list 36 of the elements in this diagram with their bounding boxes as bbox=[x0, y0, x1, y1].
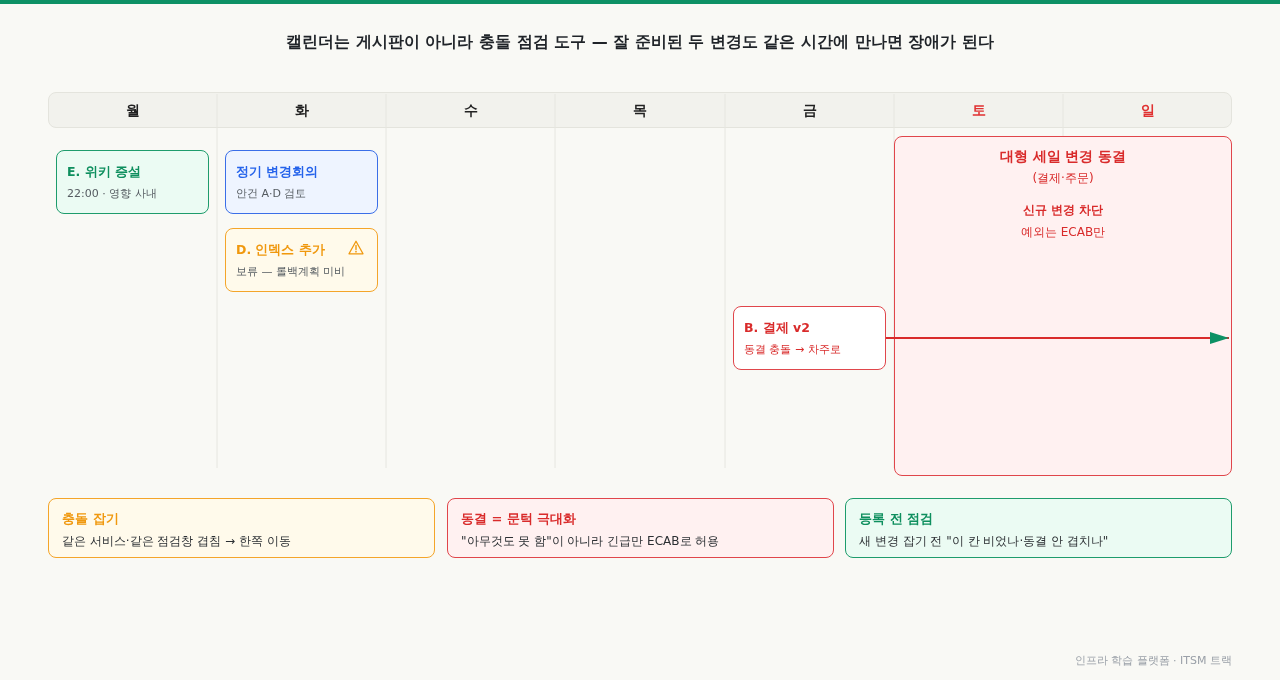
note-text: "아무것도 못 함"이 아니라 긴급만 ECAB로 허용 bbox=[461, 533, 720, 549]
day-header: 수 bbox=[463, 101, 478, 119]
freeze-zone bbox=[894, 136, 1232, 476]
arrow bbox=[885, 332, 1230, 344]
note-title: 동결 = 문턱 극대화 bbox=[461, 510, 577, 528]
note-text: 같은 서비스·같은 점검창 겹침 → 한쪽 이동 bbox=[62, 533, 291, 549]
day-header: 일 bbox=[1140, 101, 1155, 119]
event-card bbox=[225, 150, 378, 214]
note-title: 충돌 잡기 bbox=[62, 510, 119, 528]
card-title: D. 인덱스 추가 bbox=[236, 242, 325, 258]
note-card bbox=[447, 498, 834, 558]
card-detail: 보류 — 롤백계획 미비 bbox=[236, 265, 346, 279]
zone-rule: 신규 변경 차단 bbox=[1022, 202, 1104, 218]
note-card bbox=[845, 498, 1232, 558]
day-header: 금 bbox=[802, 101, 817, 119]
zone-title: 대형 세일 변경 동결 bbox=[999, 147, 1127, 166]
diagram-title: 캘린더는 게시판이 아니라 충돌 점검 도구 — 잘 준비된 두 변경도 같은 시간에 만나면 장애가 된다 bbox=[286, 32, 994, 52]
note-title: 등록 전 점검 bbox=[859, 510, 934, 528]
card-detail: 22:00 · 영향 사내 bbox=[67, 187, 157, 201]
note-text: 새 변경 잡기 전 "이 칸 비었나·동결 안 겹치나" bbox=[859, 533, 1109, 549]
note-card bbox=[48, 498, 435, 558]
card-detail: 동결 충돌 → 차주로 bbox=[744, 343, 841, 357]
card-title: B. 결제 v2 bbox=[744, 320, 810, 336]
day-header: 토 bbox=[971, 101, 986, 119]
event-card bbox=[56, 150, 209, 214]
card-title: 정기 변경회의 bbox=[236, 164, 319, 180]
card-detail: 안건 A·D 검토 bbox=[236, 187, 307, 201]
event-card bbox=[733, 306, 886, 370]
event-card bbox=[225, 228, 378, 292]
day-header: 월 bbox=[125, 101, 140, 119]
day-header: 목 bbox=[633, 101, 647, 119]
day-header: 화 bbox=[294, 101, 309, 119]
card-title: E. 위키 증설 bbox=[67, 164, 141, 180]
footer-note: 인프라 학습 플랫폼 · ITSM 트랙 bbox=[1074, 654, 1232, 668]
zone-subtitle: (결제·주문) bbox=[1032, 170, 1094, 186]
zone-note: 예외는 ECAB만 bbox=[1020, 224, 1106, 240]
